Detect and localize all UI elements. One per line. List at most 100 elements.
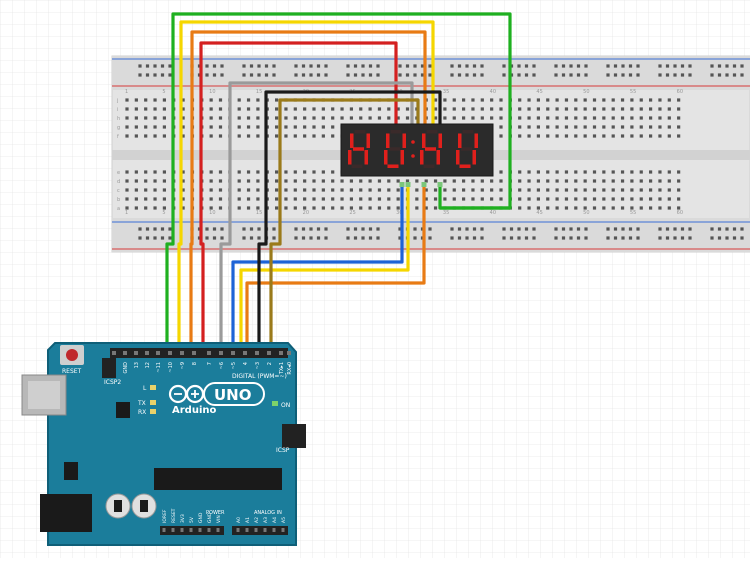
digital-pin-socket[interactable] bbox=[192, 351, 196, 355]
breadboard-hole bbox=[574, 125, 578, 129]
digital-pin-socket[interactable] bbox=[112, 351, 116, 355]
rail-hole bbox=[524, 227, 529, 231]
breadboard-hole bbox=[630, 134, 634, 138]
analog-pin-socket[interactable] bbox=[254, 528, 258, 532]
breadboard-hole bbox=[602, 107, 606, 111]
breadboard-hole bbox=[415, 188, 419, 192]
breadboard-hole bbox=[387, 116, 391, 120]
rail-hole bbox=[665, 64, 670, 68]
analog-pin-socket[interactable] bbox=[245, 528, 249, 532]
rail-hole bbox=[405, 73, 410, 77]
rail-hole bbox=[316, 73, 321, 77]
digital-pin-socket[interactable] bbox=[134, 351, 138, 355]
breadboard-hole bbox=[377, 179, 382, 183]
breadboard-hole bbox=[620, 125, 625, 129]
breadboard-hole bbox=[630, 98, 634, 102]
breadboard-hole bbox=[555, 197, 559, 201]
digital-pin-socket[interactable] bbox=[279, 351, 283, 355]
breadboard-hole bbox=[144, 125, 148, 129]
analog-pin-socket[interactable] bbox=[263, 528, 267, 532]
digital-pin-socket[interactable] bbox=[255, 351, 259, 355]
rail-hole bbox=[294, 73, 298, 77]
breadboard-hole bbox=[667, 188, 671, 192]
rail-hole bbox=[680, 236, 685, 240]
rail-hole bbox=[205, 236, 209, 240]
breadboard-hole bbox=[284, 125, 288, 129]
digital-pin-socket[interactable] bbox=[207, 351, 211, 355]
reset-button[interactable] bbox=[66, 349, 78, 361]
rail-hole bbox=[376, 73, 380, 77]
breadboard-hole bbox=[490, 116, 494, 120]
rail-hole bbox=[361, 236, 365, 240]
rail-hole bbox=[168, 73, 172, 77]
breadboard-hole bbox=[620, 116, 625, 120]
rail-hole bbox=[472, 64, 477, 68]
breadboard-hole bbox=[649, 197, 653, 201]
rail-hole bbox=[532, 236, 536, 240]
rail-hole bbox=[324, 227, 328, 231]
breadboard-hole bbox=[125, 206, 129, 210]
analog-pin-socket[interactable] bbox=[272, 528, 276, 532]
breadboard-hole bbox=[639, 197, 643, 201]
rail-hole bbox=[688, 73, 692, 77]
breadboard-hole bbox=[349, 116, 353, 120]
power-pin-socket[interactable] bbox=[162, 528, 166, 532]
power-pin-socket[interactable] bbox=[207, 528, 211, 532]
breadboard-hole bbox=[677, 134, 681, 138]
digital-pin-socket[interactable] bbox=[180, 351, 184, 355]
rail-hole bbox=[524, 64, 529, 68]
digital-pin-socket[interactable] bbox=[219, 351, 223, 355]
power-pin-socket[interactable] bbox=[180, 528, 184, 532]
rail-hole bbox=[584, 236, 588, 240]
breadboard-hole bbox=[181, 107, 185, 111]
rail-hole bbox=[257, 236, 261, 240]
breadboard-hole bbox=[312, 206, 316, 210]
rail-hole bbox=[554, 227, 558, 231]
digital-pin-socket[interactable] bbox=[231, 351, 235, 355]
breadboard-hole bbox=[452, 179, 456, 183]
power-pin-socket[interactable] bbox=[171, 528, 175, 532]
segment-a bbox=[354, 130, 366, 134]
breadboard-hole bbox=[433, 206, 438, 210]
breadboard-hole bbox=[153, 188, 157, 192]
breadboard-hole bbox=[555, 125, 559, 129]
rail-hole bbox=[160, 236, 165, 240]
power-pin-socket[interactable] bbox=[198, 528, 202, 532]
power-pin-socket[interactable] bbox=[216, 528, 220, 532]
digital-pin-socket[interactable] bbox=[267, 351, 271, 355]
breadboard-hole bbox=[125, 188, 129, 192]
rail-hole bbox=[316, 64, 321, 68]
breadboard-hole bbox=[359, 197, 363, 201]
breadboard-hole bbox=[181, 206, 185, 210]
digital-pin-socket[interactable] bbox=[168, 351, 172, 355]
breadboard-hole bbox=[630, 107, 634, 111]
breadboard-hole bbox=[275, 206, 279, 210]
breadboard-hole bbox=[518, 206, 522, 210]
digital-pin-socket[interactable] bbox=[287, 351, 291, 355]
breadboard-hole bbox=[536, 197, 540, 201]
rail-hole bbox=[725, 64, 729, 68]
breadboard-hole bbox=[658, 107, 662, 111]
rail-hole bbox=[160, 227, 165, 231]
breadboard-hole bbox=[312, 134, 316, 138]
analog-pin-socket[interactable] bbox=[236, 528, 240, 532]
breadboard-hole bbox=[331, 170, 335, 174]
digital-pin-socket[interactable] bbox=[156, 351, 160, 355]
breadboard-hole bbox=[359, 188, 363, 192]
breadboard-hole bbox=[611, 125, 615, 129]
analog-pin-socket[interactable] bbox=[281, 528, 285, 532]
rail-hole bbox=[145, 64, 150, 68]
breadboard-hole bbox=[583, 107, 587, 111]
digital-pin-socket[interactable] bbox=[145, 351, 149, 355]
rail-hole bbox=[242, 236, 246, 240]
power-pin-socket[interactable] bbox=[189, 528, 193, 532]
breadboard-hole bbox=[555, 179, 559, 183]
breadboard-hole bbox=[452, 107, 456, 111]
digital-pin-socket[interactable] bbox=[123, 351, 127, 355]
digital-pin-label: 4 bbox=[243, 362, 249, 365]
rail-hole bbox=[561, 73, 566, 77]
breadboard-hole bbox=[331, 125, 335, 129]
digital-pin-socket[interactable] bbox=[243, 351, 247, 355]
column-number: 45 bbox=[536, 89, 542, 95]
breadboard-hole bbox=[209, 98, 213, 102]
